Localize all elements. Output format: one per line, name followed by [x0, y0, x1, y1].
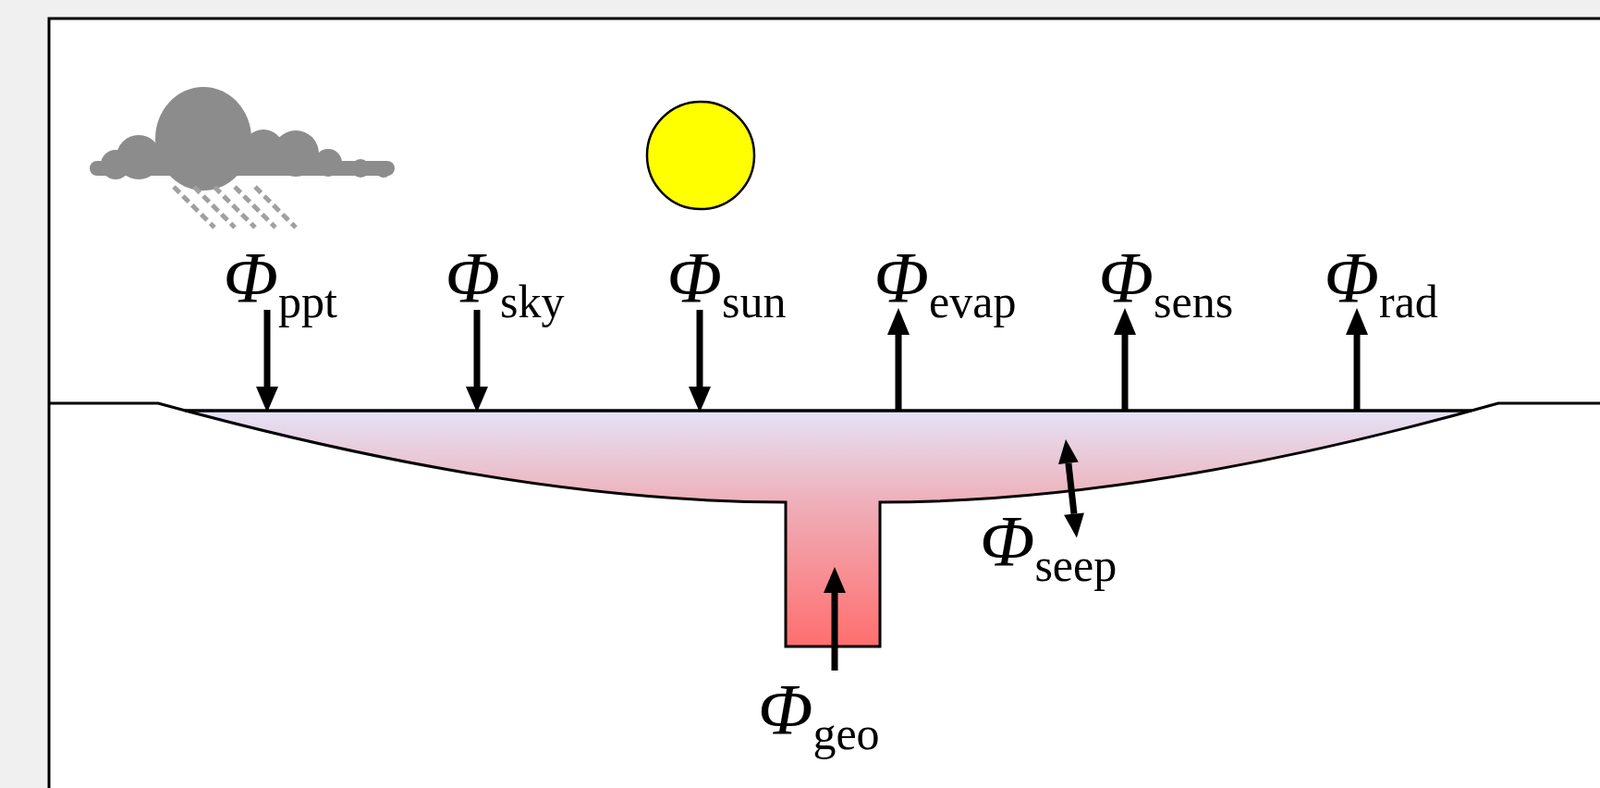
arrow-shaft	[1354, 332, 1361, 411]
flux-symbol: Φ	[1099, 236, 1154, 318]
flux-subscript: sens	[1153, 275, 1234, 328]
ground-outline	[48, 403, 1600, 647]
rain-streak	[173, 186, 215, 228]
rain-streaks	[173, 186, 296, 228]
flux-symbol: Φ	[979, 500, 1035, 581]
flux-subscript: ppt	[278, 275, 338, 328]
frame	[48, 18, 1600, 788]
flux-label: Φppt	[223, 241, 338, 322]
flux-subscript: rad	[1379, 275, 1439, 328]
flux-subscript: sky	[500, 275, 564, 328]
water-surface	[184, 408, 1472, 413]
flux-label: Φsky	[445, 241, 565, 322]
arrow-head	[823, 566, 846, 593]
flux-label: Φgeo	[757, 672, 880, 754]
rain-streak	[194, 186, 235, 228]
arrow-shaft	[474, 309, 481, 389]
flux-arrows	[256, 307, 1368, 671]
rain-streak	[214, 186, 256, 228]
flux-symbol: Φ	[667, 236, 722, 318]
arrow-head	[256, 386, 279, 413]
arrow-head	[688, 386, 711, 413]
flux-label: Φsun	[667, 241, 787, 322]
flux-subscript: evap	[928, 275, 1016, 328]
arrow-shaft	[696, 309, 704, 389]
arrow-head	[1058, 439, 1079, 465]
flux-symbol: Φ	[223, 236, 279, 318]
sun-icon	[647, 101, 755, 209]
flux-symbol: Φ	[874, 236, 929, 318]
flux-symbol: Φ	[1324, 236, 1380, 318]
flux-symbol: Φ	[445, 236, 501, 318]
flux-label: Φrad	[1324, 241, 1439, 322]
rain-streak	[234, 186, 276, 228]
cloud-icon	[89, 86, 395, 191]
arrow-shaft	[1068, 463, 1075, 514]
flux-subscript: geo	[812, 707, 880, 759]
arrow-shaft	[1122, 332, 1129, 411]
flux-label: Φsens	[1099, 241, 1234, 322]
arrow-head	[465, 386, 489, 413]
arrow-shaft	[895, 332, 903, 411]
flux-label: Φseep	[979, 504, 1117, 586]
rain-streak	[255, 186, 296, 228]
arrow-head	[1063, 512, 1085, 538]
flux-label: Φevap	[874, 241, 1017, 322]
flux-subscript: seep	[1034, 538, 1117, 591]
cloud-part	[89, 160, 395, 176]
flux-symbol: Φ	[757, 668, 813, 749]
pond-water	[158, 410, 1499, 647]
flux-subscript: sun	[721, 275, 786, 328]
arrow-shaft	[264, 309, 271, 389]
arrow-shaft	[831, 590, 839, 671]
